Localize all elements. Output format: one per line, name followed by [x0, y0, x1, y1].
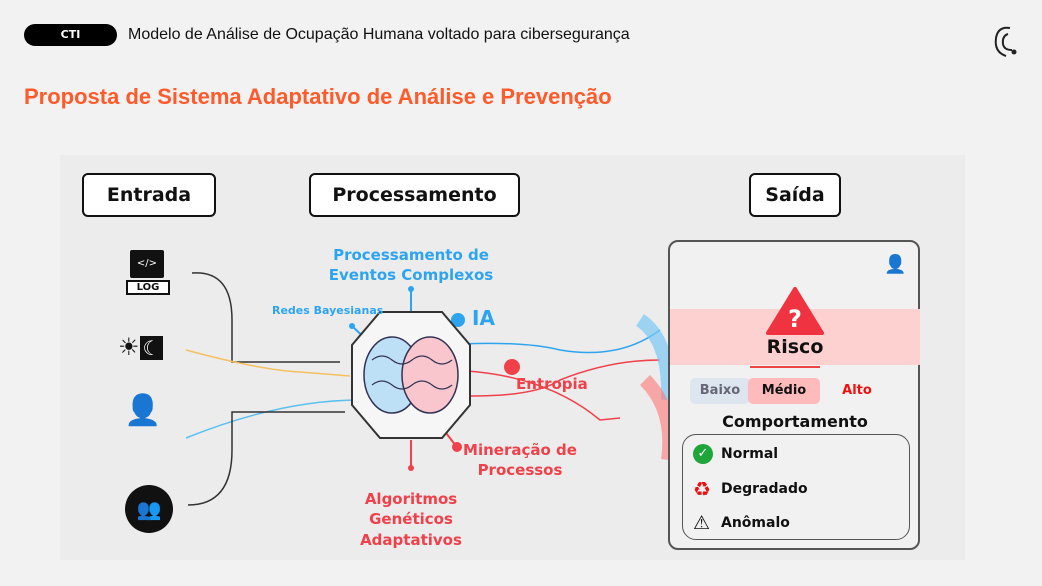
behavior-list: ✓ Normal ♻ Degradado ⚠ Anômalo — [682, 434, 910, 540]
behavior-anomalo: ⚠ Anômalo — [693, 512, 790, 534]
level-medio: Médio — [748, 378, 820, 404]
label-algoritmos: Algoritmos Genéticos Adaptativos — [360, 490, 462, 549]
log-label: LOG — [126, 280, 170, 295]
user-icon: 👤 — [884, 254, 907, 275]
cti-badge: CTI — [24, 24, 117, 46]
presentation-subtitle: Modelo de Análise de Ocupação Humana vol… — [128, 26, 630, 43]
entrada-header: Entrada — [82, 173, 216, 217]
behavior-degradado: ♻ Degradado — [693, 477, 808, 501]
behavior-label: Normal — [721, 446, 779, 462]
warning-question-icon: ? — [766, 287, 824, 335]
user-decisions-icon: 👤 — [124, 393, 162, 428]
warning-icon: ⚠ — [693, 512, 711, 534]
label-ia: IA — [472, 306, 495, 330]
behavior-normal: ✓ Normal — [693, 444, 778, 464]
recycle-icon: ♻ — [693, 477, 711, 501]
page-title: Proposta de Sistema Adaptativo de Anális… — [24, 84, 612, 109]
label-entropia: Entropia — [516, 375, 588, 393]
level-alto: Alto — [842, 383, 872, 398]
day-night-icon: ☀☾ — [118, 333, 164, 361]
label-mineracao: Mineração de Processos — [463, 441, 577, 480]
logo-icon — [994, 26, 1017, 57]
log-file-icon: </> LOG — [126, 250, 170, 300]
behavior-title: Comportamento — [722, 412, 868, 431]
risk-label: Risco — [766, 336, 824, 358]
group-icon: 👥 — [125, 485, 173, 533]
level-baixo: Baixo — [690, 378, 750, 404]
risk-underline — [750, 366, 820, 368]
check-icon: ✓ — [693, 444, 713, 464]
brain-chip-icon — [351, 311, 471, 439]
behavior-label: Anômalo — [721, 515, 790, 531]
behavior-label: Degradado — [721, 481, 808, 497]
label-cep: Processamento de Eventos Complexos — [328, 246, 494, 285]
saida-header: Saída — [749, 173, 841, 217]
label-bayes: Redes Bayesianas — [272, 304, 384, 317]
svg-text:?: ? — [788, 305, 802, 333]
processamento-header: Processamento — [309, 173, 520, 217]
